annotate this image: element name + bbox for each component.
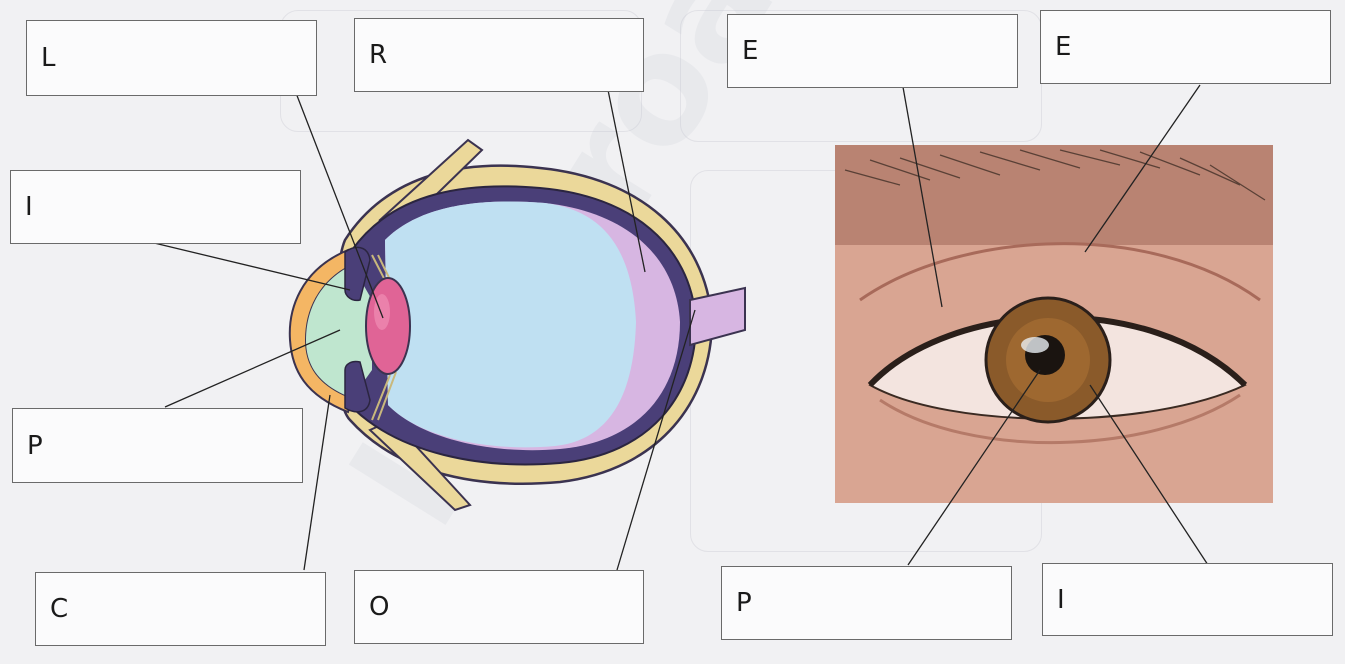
eye-cross-section xyxy=(290,140,745,510)
label-box-C[interactable]: C xyxy=(35,572,326,646)
label-box-R[interactable]: R xyxy=(354,18,644,92)
label-box-P-left[interactable]: P xyxy=(12,408,303,483)
connector-C xyxy=(304,395,330,570)
vitreous-body xyxy=(385,202,636,448)
label-box-I-left[interactable]: I xyxy=(10,170,301,244)
label-box-P-right[interactable]: P xyxy=(721,566,1012,640)
label-box-I-right[interactable]: I xyxy=(1042,563,1333,636)
eye-photo xyxy=(835,145,1273,503)
label-box-L[interactable]: L xyxy=(26,20,317,96)
label-box-E1[interactable]: E xyxy=(727,14,1018,88)
label-box-E2[interactable]: E xyxy=(1040,10,1331,84)
label-box-O[interactable]: O xyxy=(354,570,644,644)
